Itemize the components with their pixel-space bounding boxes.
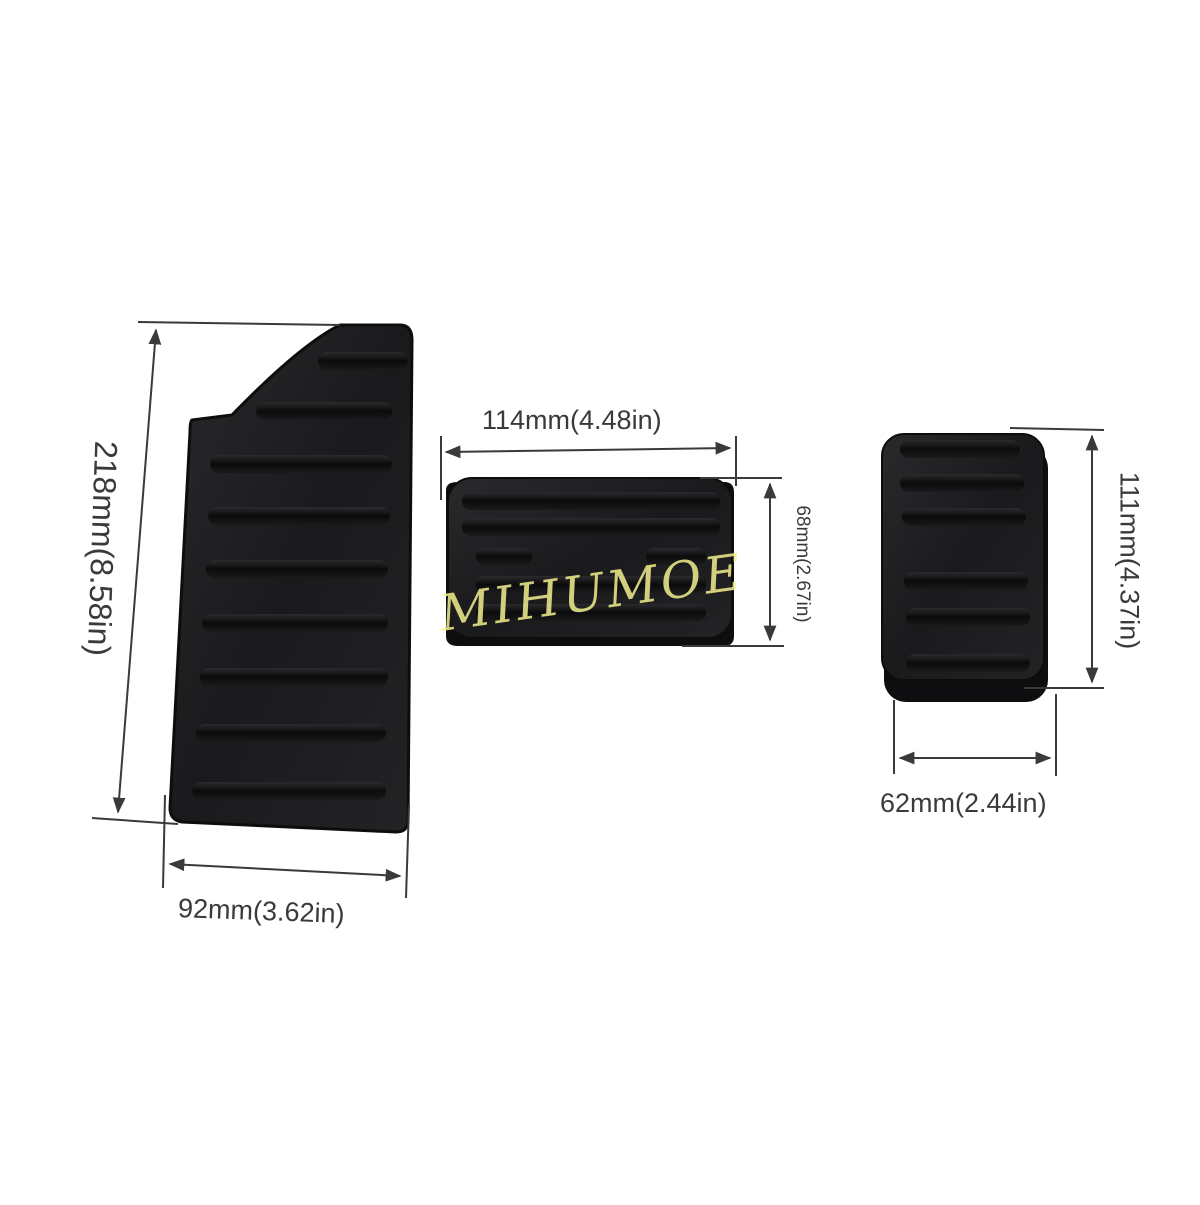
clutch-width-label: 62mm(2.44in)	[880, 788, 1047, 818]
accelerator-width-label: 92mm(3.62in)	[177, 893, 346, 929]
measurement-lines	[91, 321, 1105, 899]
brake-ridges	[462, 492, 720, 621]
brake-width-label: 114mm(4.48in)	[482, 405, 662, 435]
clutch-pedal	[881, 433, 1048, 702]
brake-height-label: 68mm(2.67in)	[792, 505, 813, 623]
brake-pedal	[446, 477, 734, 646]
accelerator-pedal	[168, 323, 414, 834]
clutch-height-label: 111mm(4.37in)	[1114, 471, 1145, 650]
accelerator-ridges	[192, 352, 408, 800]
clutch-ridges	[900, 440, 1030, 672]
